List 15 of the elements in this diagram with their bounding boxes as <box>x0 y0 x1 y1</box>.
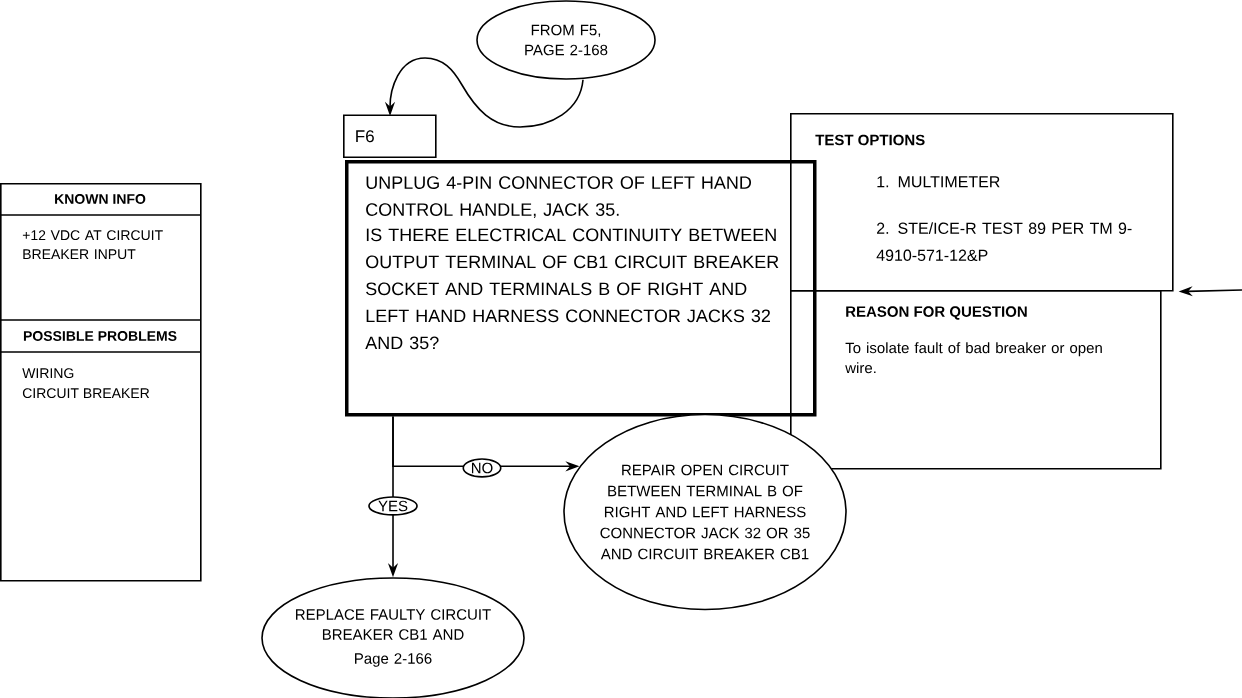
panel-heading: POSSIBLE PROBLEMS <box>23 331 177 341</box>
edge-label: NO <box>462 458 502 478</box>
question-text: UNPLUG 4-PIN CONNECTOR OF LEFT HAND CONTROL HANDLE, JACK 35. <box>366 176 751 219</box>
edge-label: YES <box>368 496 418 516</box>
panel-text: CIRCUIT BREAKER <box>22 388 150 399</box>
panel-heading: KNOWN INFO <box>55 194 146 204</box>
question-text: IS THERE ELECTRICAL CONTINUITY BETWEEN OUTPUT TERMINAL OF CB1 CIRCUIT BREAKER SOCKET AND TERMINALS B OF RIGHT AND LEFT HAND HARNESS CONNECTOR JACKS 32 AND 35? <box>365 228 779 350</box>
panel-text: To isolate fault of bad breaker or open wire. <box>845 342 1102 374</box>
panel-text: WIRING <box>22 368 74 379</box>
step-tab: F6 <box>343 114 437 158</box>
panel-heading: REASON FOR QUESTION <box>846 306 1027 320</box>
panel-text: +12 VDC AT CIRCUIT BREAKER INPUT <box>22 230 163 260</box>
panel-heading: TEST OPTIONS <box>815 134 925 146</box>
option-text: 2. STE/ICE-R TEST 89 PER TM 9-4910-571-12&P <box>876 222 1132 261</box>
option-text: 1. MULTIMETER <box>877 176 1000 188</box>
